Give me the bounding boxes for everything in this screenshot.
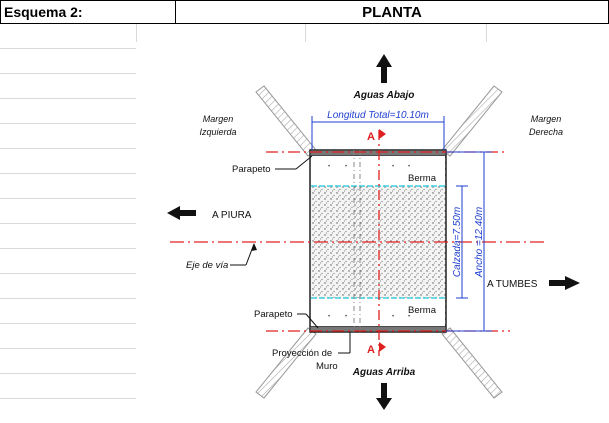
wing-wall-top-left	[255, 85, 317, 157]
total-length-dimension: Longitud Total=10.10m	[311, 110, 445, 150]
arrow-down-icon	[376, 383, 392, 410]
grid-row-line	[0, 98, 136, 99]
berm-bottom	[311, 298, 445, 326]
grid-row-line	[0, 373, 136, 374]
downstream-label: Aguas Abajo	[353, 90, 415, 101]
grid-row-line	[0, 73, 136, 74]
view-title-cell[interactable]: PLANTA	[175, 0, 609, 24]
total-width-label: Ancho =12.40m	[474, 207, 485, 278]
svg-text:Proyección de: Proyección de	[272, 348, 332, 359]
left-bank-label-1: Margen	[203, 114, 234, 124]
svg-text:Parapeto: Parapeto	[254, 309, 293, 320]
svg-text:•: •	[328, 314, 330, 320]
grid-row-line	[0, 273, 136, 274]
svg-text:A: A	[367, 344, 375, 356]
left-bank-label-2: Izquierda	[199, 127, 236, 137]
scheme-label-cell[interactable]: Esquema 2:	[0, 0, 176, 24]
berm-top	[311, 156, 445, 186]
svg-text:•: •	[392, 164, 394, 170]
parapet-top-callout: Parapeto	[232, 155, 313, 175]
svg-text:•: •	[408, 314, 410, 320]
view-title: PLANTA	[362, 3, 422, 21]
grid-row-line	[0, 223, 136, 224]
total-length-label: Longitud Total=10.10m	[327, 110, 429, 121]
grid-row-line	[0, 148, 136, 149]
grid-row-line	[0, 248, 136, 249]
grid-row-line	[0, 48, 136, 49]
parapet-bottom-callout: Parapeto	[254, 309, 319, 329]
svg-text:Muro: Muro	[316, 361, 338, 372]
berm-bottom-label: Berma	[408, 305, 437, 316]
svg-text:•: •	[345, 314, 347, 320]
svg-text:A: A	[367, 131, 375, 143]
wing-wall-top-right	[441, 85, 503, 157]
right-bank-label-1: Margen	[531, 114, 562, 124]
svg-text:•: •	[392, 314, 394, 320]
wall-projection-callout: Proyección de Muro	[272, 332, 351, 372]
grid-divider	[136, 24, 137, 42]
wing-wall-bottom-right	[441, 327, 503, 399]
to-east-label: A TUMBES	[487, 279, 538, 290]
grid-divider	[305, 24, 306, 42]
grid-row-line	[0, 173, 136, 174]
width-dimensions: Calzada=7.50m Ancho =12.40m	[446, 151, 492, 332]
berm-top-label: Berma	[408, 173, 437, 184]
upstream-label: Aguas Arriba	[352, 367, 416, 378]
grid-row-line	[0, 348, 136, 349]
parapet-top	[309, 149, 447, 157]
section-marker-bottom: A	[367, 342, 386, 356]
section-marker-top: A	[367, 129, 386, 143]
arrow-right-icon	[549, 276, 580, 290]
grid-row-line	[0, 298, 136, 299]
right-bank-label-2: Derecha	[529, 127, 563, 137]
wing-wall-bottom-left	[255, 327, 317, 399]
roadway-width-label: Calzada=7.50m	[452, 207, 463, 277]
svg-text:Eje de vía: Eje de vía	[186, 260, 228, 271]
grid-row-line	[0, 323, 136, 324]
to-west-label: A PIURA	[212, 210, 252, 221]
svg-text:•: •	[408, 164, 410, 170]
svg-text:Parapeto: Parapeto	[232, 164, 271, 175]
grid-row-line	[0, 198, 136, 199]
road-axis-callout: Eje de vía	[186, 243, 257, 271]
grid-row-line	[0, 398, 136, 399]
scheme-label: Esquema 2:	[4, 4, 83, 20]
grid-row-line	[0, 123, 136, 124]
grid-divider	[486, 24, 487, 42]
svg-text:•: •	[328, 164, 330, 170]
arrow-left-icon	[167, 206, 196, 220]
svg-text:•: •	[345, 164, 347, 170]
deck-marks: • • • • • • • •	[328, 164, 410, 320]
arrow-up-icon	[376, 54, 392, 83]
